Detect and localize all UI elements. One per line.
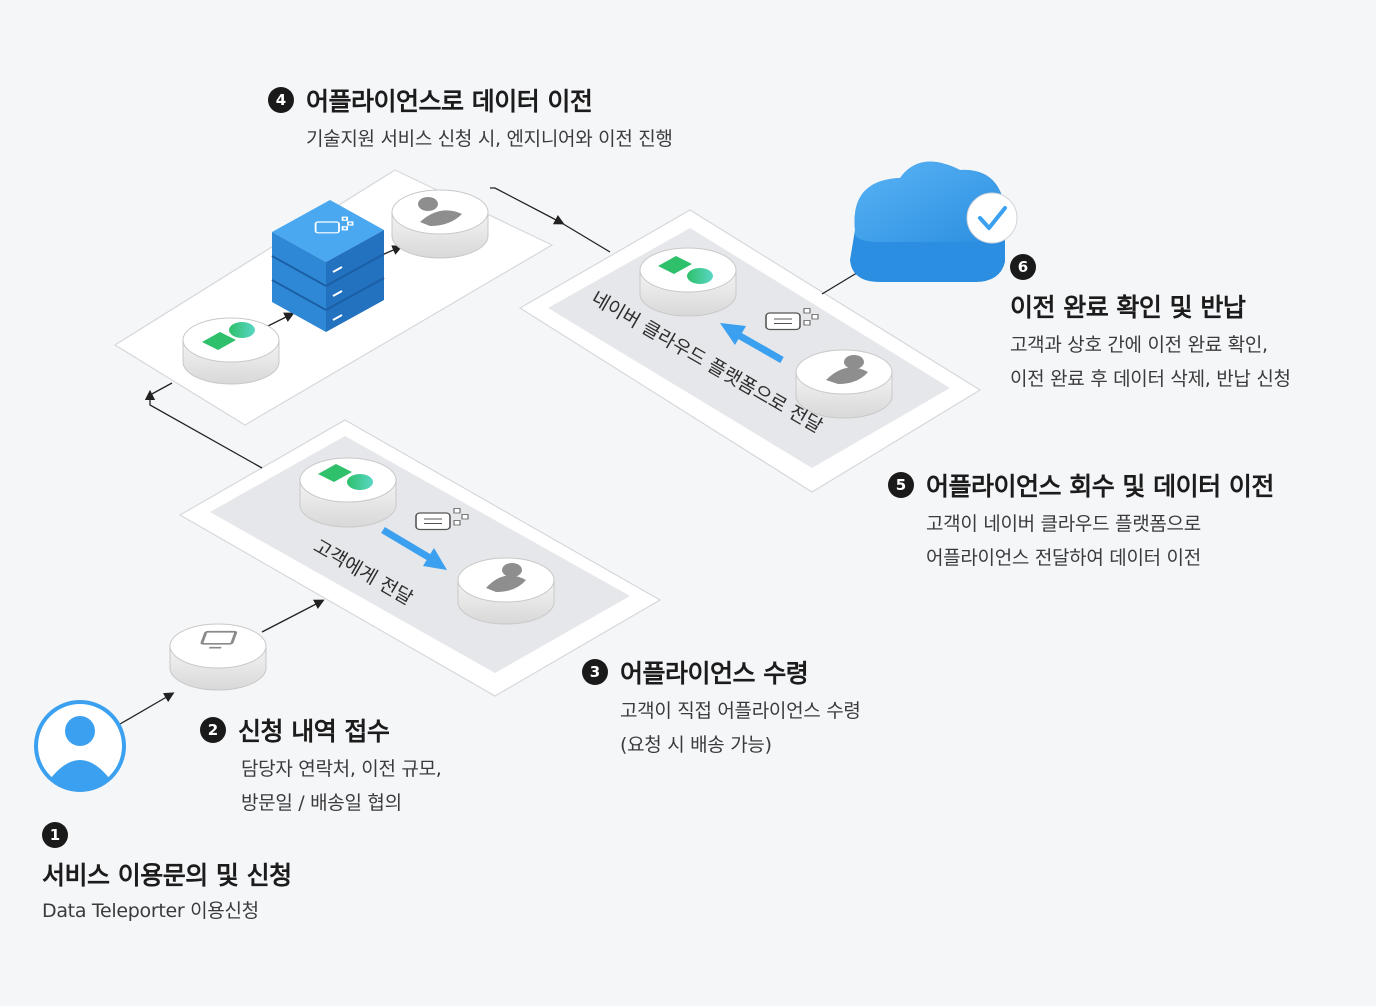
step-number-badge: 5	[888, 472, 914, 498]
monitor-node-icon	[169, 623, 267, 691]
appliance-node-icon	[182, 317, 280, 385]
step-title: 서비스 이용문의 및 신청	[42, 861, 292, 890]
data-chip-icon	[765, 308, 819, 331]
step-desc-line: 담당자 연락처, 이전 규모,	[241, 758, 442, 780]
step-desc-line: 기술지원 서비스 신청 시, 엔지니어와 이전 진행	[306, 128, 673, 150]
step-desc-line: 어플라이언스 전달하여 데이터 이전	[926, 547, 1201, 569]
step-desc-line: 고객이 네이버 클라우드 플랫폼으로	[926, 513, 1201, 535]
step-number-badge: 6	[1010, 254, 1036, 280]
step-title: 이전 완료 확인 및 반납	[1010, 293, 1246, 322]
appliance-node-icon	[639, 247, 737, 317]
step-desc: Data Teleporter 이용신청	[42, 900, 259, 922]
customer-node-icon	[795, 349, 893, 419]
engineer-node-icon	[391, 189, 489, 259]
step-4: 4 어플라이언스로 데이터 이전 기술지원 서비스 신청 시, 엔지니어와 이전…	[268, 82, 673, 156]
step-desc-line: 고객이 직접 어플라이언스 수령	[620, 700, 861, 722]
step-number-badge: 3	[582, 659, 608, 685]
step-number-badge: 2	[200, 717, 226, 743]
step-2: 2 신청 내역 접수 담당자 연락처, 이전 규모, 방문일 / 배송일 협의	[200, 712, 442, 820]
step-6: 6 이전 완료 확인 및 반납 고객과 상호 간에 이전 완료 확인, 이전 완…	[1010, 254, 1291, 396]
step-number-badge: 1	[42, 822, 68, 848]
step-desc-line: 이전 완료 후 데이터 삭제, 반납 신청	[1010, 368, 1291, 390]
step-desc-line: 방문일 / 배송일 협의	[241, 792, 402, 814]
customer-node-icon	[457, 557, 555, 625]
check-icon	[966, 192, 1018, 244]
cloud-icon	[850, 161, 1006, 282]
data-chip-icon	[415, 508, 469, 531]
step-desc-line: 고객과 상호 간에 이전 완료 확인,	[1010, 334, 1268, 356]
step-5: 5 어플라이언스 회수 및 데이터 이전 고객이 네이버 클라우드 플랫폼으로 …	[888, 467, 1274, 575]
appliance-node-icon	[299, 457, 397, 528]
delivery-arrow-icon	[381, 526, 447, 570]
step-3: 3 어플라이언스 수령 고객이 직접 어플라이언스 수령 (요청 시 배송 가능…	[582, 654, 861, 762]
step-title: 어플라이언스 회수 및 데이터 이전	[926, 472, 1274, 501]
step-desc-line: (요청 시 배송 가능)	[620, 734, 772, 756]
server-stack-icon	[271, 200, 385, 332]
customer-avatar-icon	[34, 700, 126, 792]
step-title: 어플라이언스 수령	[620, 659, 809, 688]
step-title: 어플라이언스로 데이터 이전	[306, 87, 593, 116]
step-number-badge: 4	[268, 87, 294, 113]
step-title: 신청 내역 접수	[238, 717, 390, 746]
step-1: 1 서비스 이용문의 및 신청 Data Teleporter 이용신청	[42, 822, 292, 928]
return-arrow-icon	[720, 323, 784, 364]
